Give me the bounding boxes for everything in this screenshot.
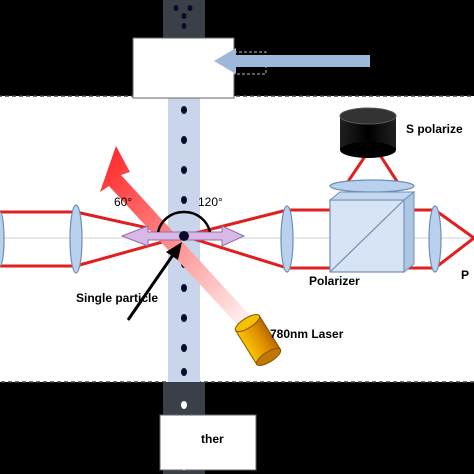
laser-source (234, 313, 282, 367)
lens-top (329, 179, 415, 193)
thermo-box (159, 414, 257, 471)
s-detector (339, 107, 397, 158)
angle-60-label: 60° (114, 195, 132, 209)
central-particle (179, 231, 189, 241)
lens-left-edge (0, 211, 5, 267)
pointer-arrow (126, 242, 182, 321)
angle-arcs (156, 210, 212, 233)
polarizer-label: Polarizer (309, 274, 360, 288)
thermo-label: ther (201, 432, 224, 446)
polarizer-cube (328, 190, 416, 274)
p-label: P (461, 268, 469, 282)
lens-right (428, 205, 442, 273)
single-particle-label: Single particle (76, 291, 158, 305)
lens-middle (280, 205, 294, 273)
lens-left (69, 204, 83, 274)
s-polarized-label: S polarize (406, 122, 463, 136)
inlet-box (132, 37, 235, 99)
flow-arrow (214, 48, 370, 74)
laser-label: 780nm Laser (270, 327, 344, 341)
angle-120-label: 120° (198, 195, 223, 209)
